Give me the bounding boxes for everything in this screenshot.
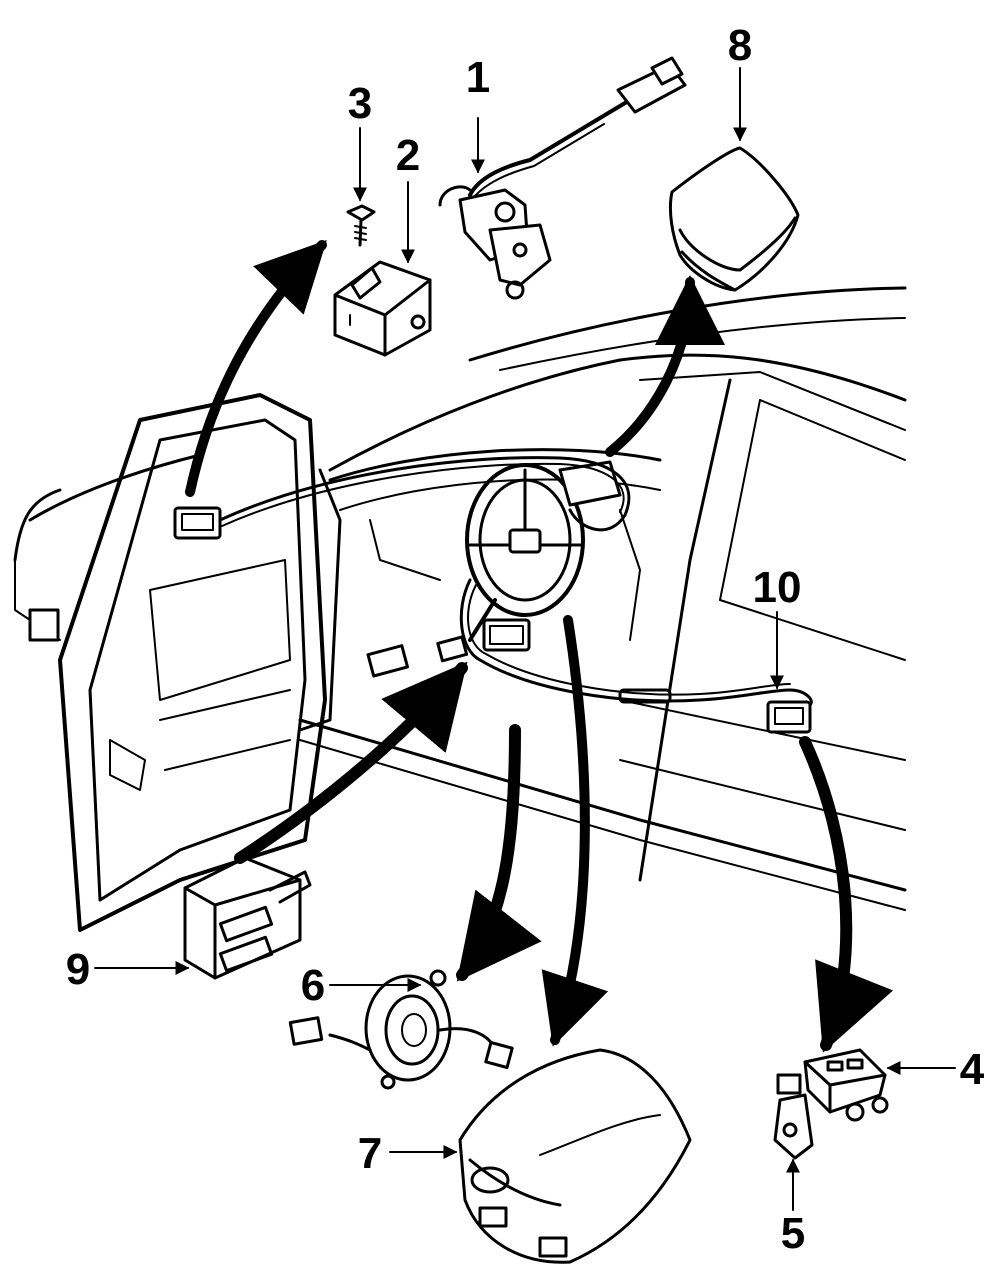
callout-7: 7: [358, 1129, 382, 1178]
callout-labels: 1 2 3 4 5 6 7 8 9 10: [66, 21, 985, 1258]
leader-lines: [94, 67, 956, 1211]
wiring-harness: [218, 456, 813, 707]
callout-9: 9: [66, 945, 90, 994]
component-6-clock-spring: [288, 969, 514, 1090]
component-5-bracket: [773, 1093, 814, 1160]
assembly-arrows: [185, 239, 894, 1053]
component-2-module: [333, 260, 432, 357]
component-7-driver-airbag: [458, 1048, 692, 1264]
callout-2: 2: [396, 131, 420, 180]
callout-8: 8: [728, 21, 752, 70]
callout-4: 4: [960, 1045, 985, 1094]
component-1-sensor: [438, 56, 687, 300]
callout-6: 6: [301, 961, 325, 1010]
callout-3: 3: [348, 79, 372, 128]
component-3-fastener: [346, 204, 376, 247]
callout-5: 5: [781, 1209, 805, 1258]
component-8-passenger-airbag: [668, 146, 800, 292]
callout-1: 1: [466, 53, 490, 102]
callout-10: 10: [753, 563, 802, 612]
component-9-control-unit: [183, 856, 312, 980]
